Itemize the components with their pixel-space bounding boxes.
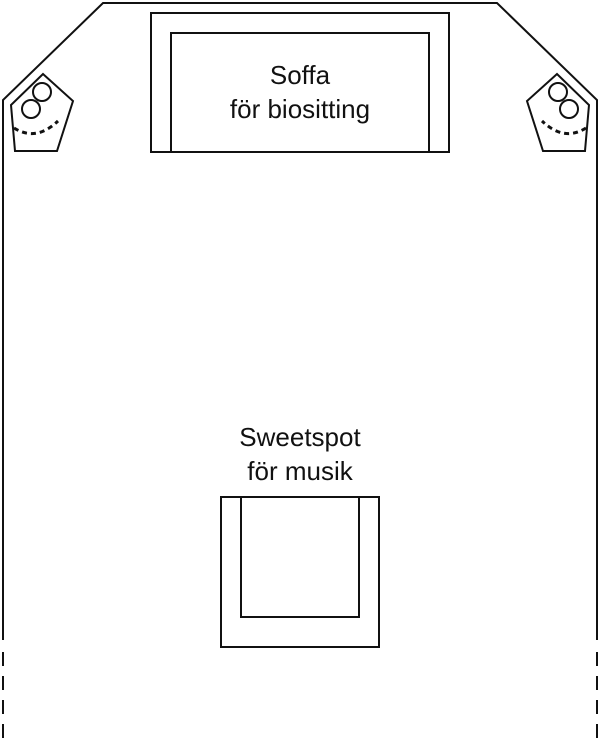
sweetspot-label-line2: för musik (247, 456, 353, 486)
sofa-inner (170, 32, 430, 153)
chair-outer (220, 496, 380, 648)
sofa-label: Soffa för biositting (170, 58, 430, 126)
sofa-label-line1: Soffa (269, 60, 331, 90)
right-speaker-dispersion (540, 119, 587, 136)
room-walls (2, 2, 598, 640)
right-speaker-icon (525, 72, 591, 152)
left-speaker-dispersion (13, 119, 60, 136)
left-speaker-lower-driver (21, 99, 41, 119)
chair-inner (240, 496, 360, 618)
left-speaker-upper-driver (32, 82, 52, 102)
right-speaker-cabinet (525, 72, 591, 152)
sweetspot-label: Sweetspot för musik (170, 420, 430, 488)
sofa-label-line2: för biositting (229, 94, 371, 124)
right-speaker-lower-driver (559, 99, 579, 119)
left-speaker-cabinet (9, 72, 75, 152)
sweetspot-label-line1: Sweetspot (239, 422, 361, 452)
left-speaker-icon (9, 72, 75, 152)
right-speaker-upper-driver (548, 82, 568, 102)
